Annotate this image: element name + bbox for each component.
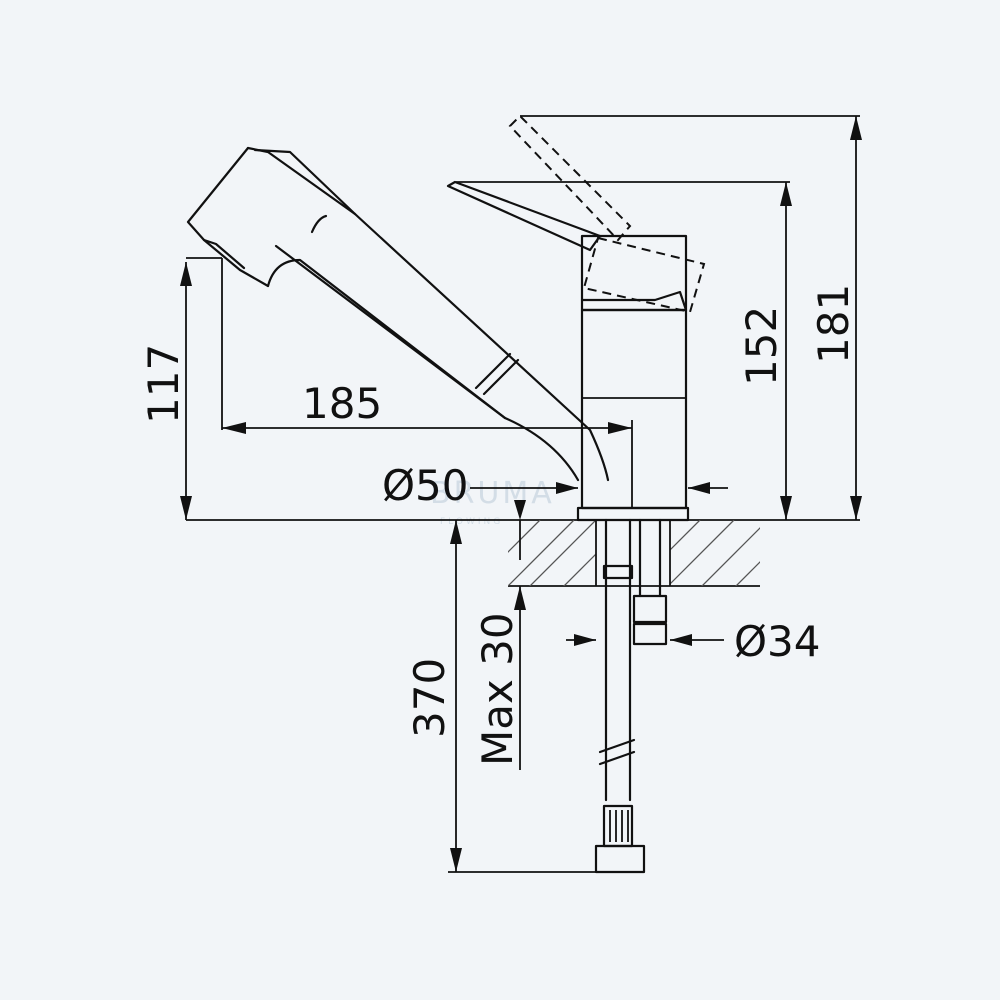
lever-handle bbox=[446, 180, 602, 252]
hose-nut bbox=[594, 844, 646, 874]
svg-text:Ø50: Ø50 bbox=[382, 461, 469, 510]
countertop-section bbox=[186, 519, 860, 587]
svg-text:Ø34: Ø34 bbox=[734, 617, 821, 666]
dimension-max-counter-thickness: Max 30 bbox=[473, 500, 526, 770]
svg-text:181: 181 bbox=[809, 284, 858, 364]
svg-text:Max 30: Max 30 bbox=[473, 612, 522, 766]
dimension-spout-height: 117 bbox=[139, 257, 222, 520]
body-cylinder bbox=[580, 308, 688, 510]
lever-open-position bbox=[508, 114, 706, 314]
dimension-lever-height: 152 bbox=[456, 181, 792, 520]
dimension-hose-length: 370 bbox=[405, 520, 596, 873]
dimension-total-height: 181 bbox=[520, 115, 862, 520]
dimension-base-diameter: Ø50 bbox=[382, 461, 728, 510]
brand-watermark: BRUMA FLOWING bbox=[430, 476, 555, 527]
dimension-hole-diameter: Ø34 bbox=[566, 617, 821, 666]
dimension-spout-reach: 185 bbox=[221, 258, 633, 508]
watermark-tagline: FLOWING bbox=[440, 517, 503, 527]
svg-text:370: 370 bbox=[405, 658, 454, 738]
mounting-hardware bbox=[594, 518, 668, 874]
watermark-brand: BRUMA bbox=[430, 476, 555, 511]
faucet-body bbox=[576, 234, 690, 522]
svg-text:152: 152 bbox=[737, 306, 786, 386]
svg-text:117: 117 bbox=[139, 344, 188, 424]
base-plate bbox=[576, 506, 690, 522]
pull-out-spout bbox=[186, 146, 610, 482]
svg-text:185: 185 bbox=[302, 379, 382, 428]
